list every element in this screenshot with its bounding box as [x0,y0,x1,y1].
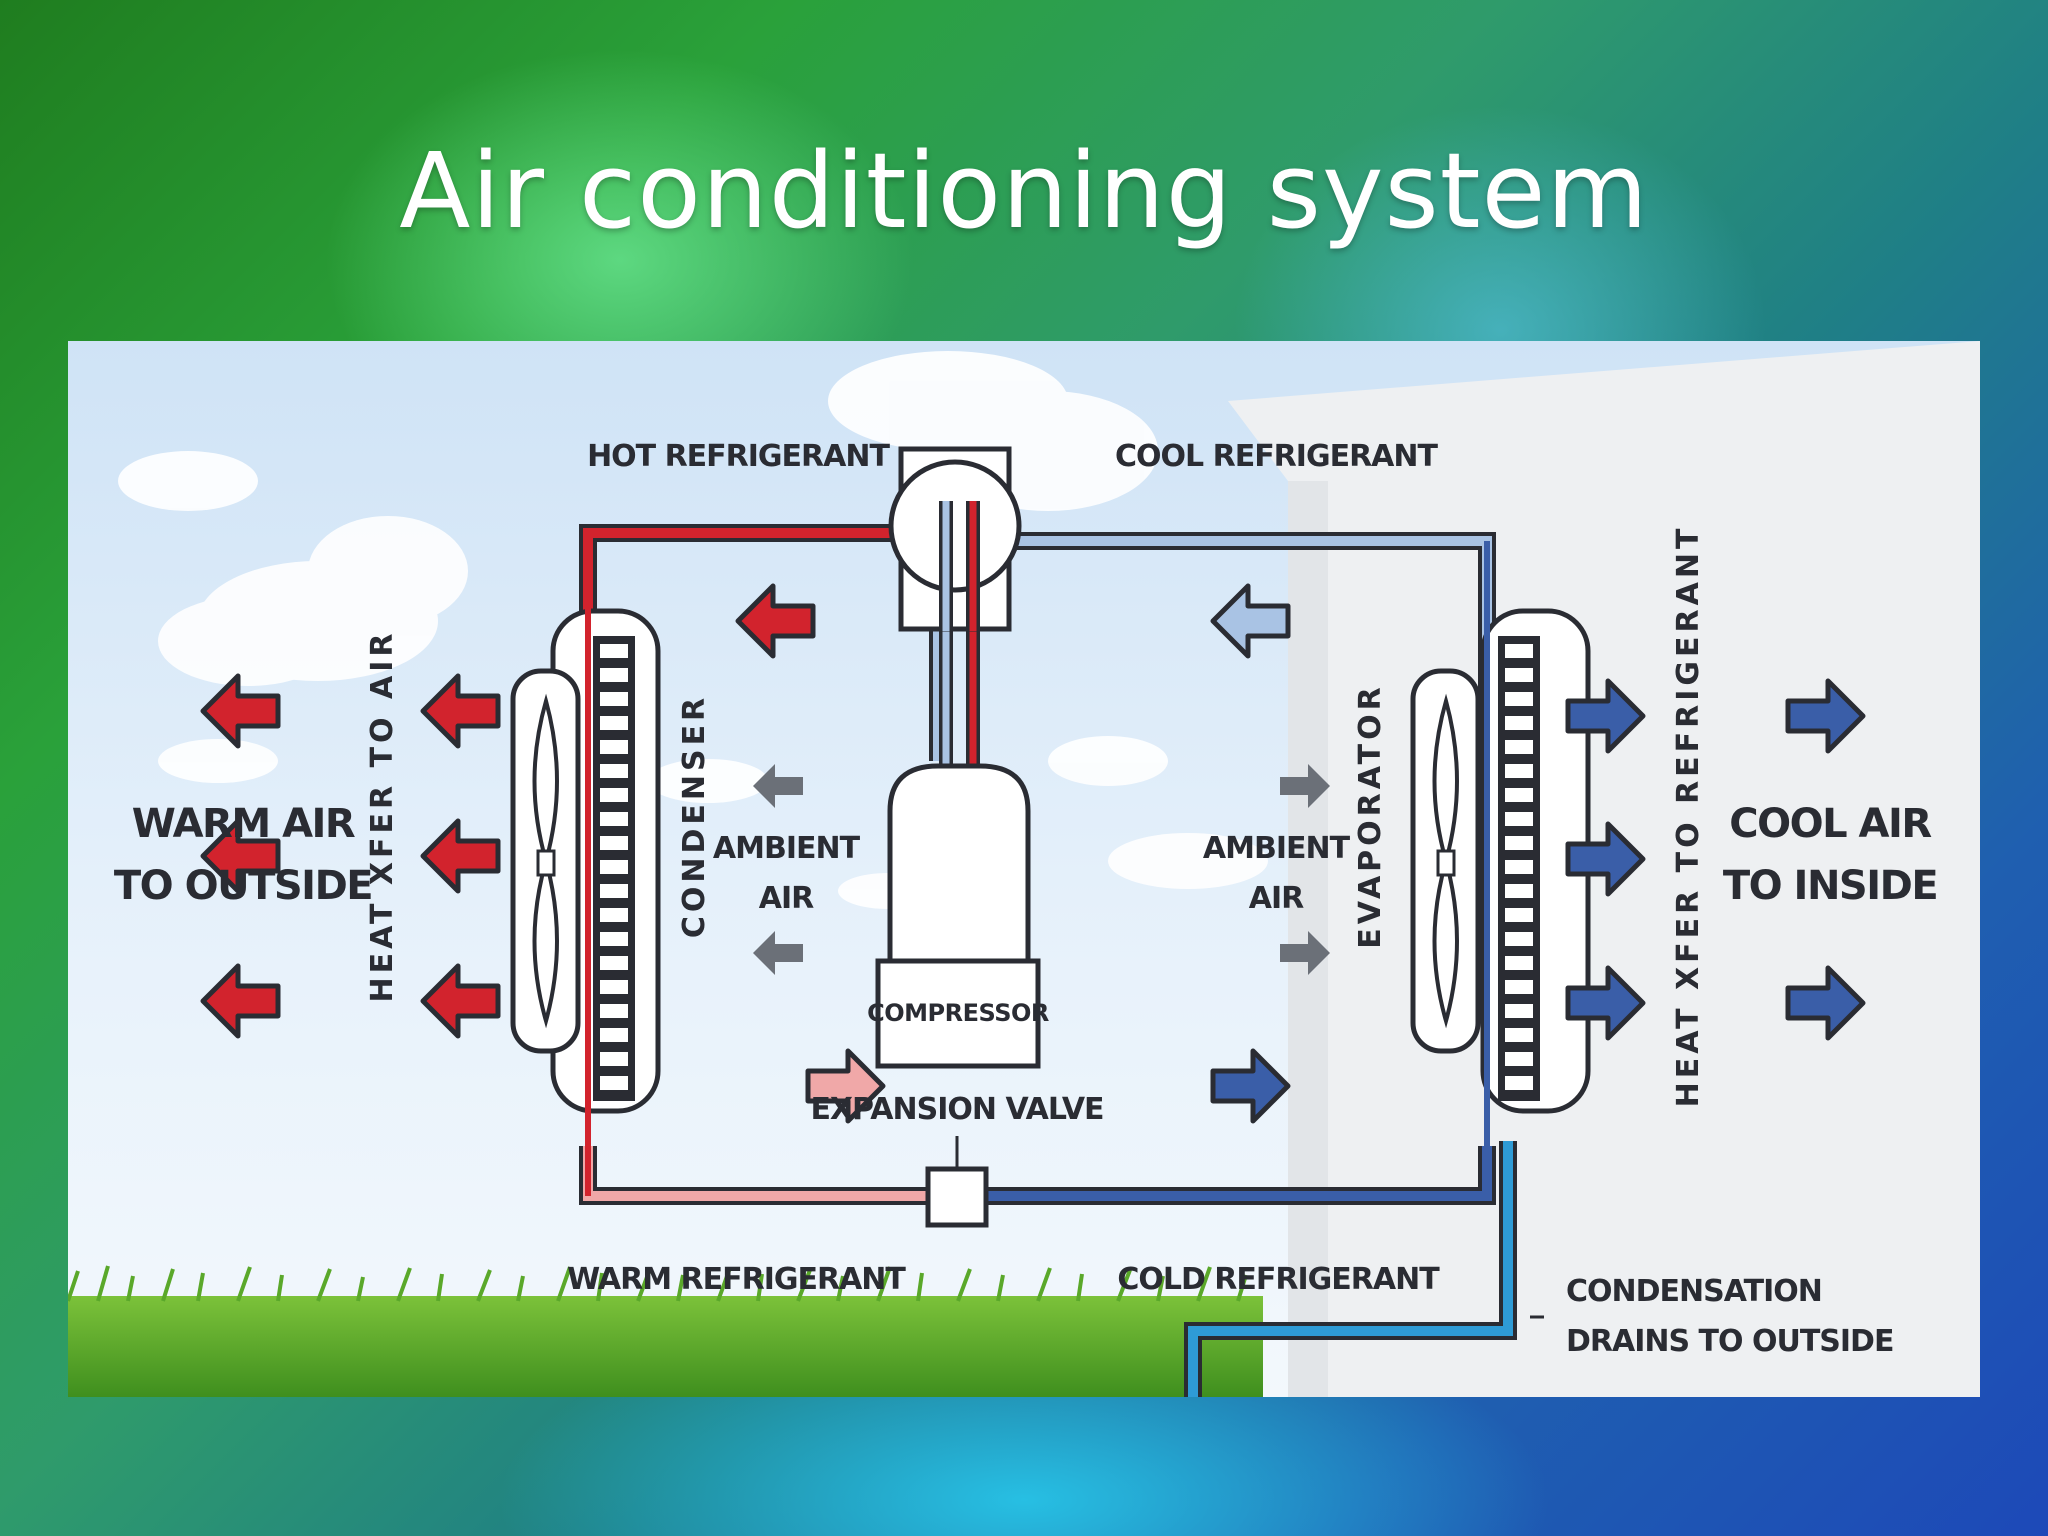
ambient-left-arrow-2 [753,931,803,975]
ambient-right-arrow-2 [1280,931,1330,975]
expansion-valve-box [925,1166,989,1228]
condensation-label-line1: CONDENSATION [1566,1274,1822,1309]
ambient-air-left-line1: AMBIENT [713,831,861,866]
ambient-air-left-line2: AIR [759,881,814,916]
ambient-air-right-line1: AMBIENT [1203,831,1351,866]
ambient-air-arrows [753,764,1330,975]
heat-xfer-in-arrow-3 [1565,965,1646,1041]
cool-air-label-line2: TO INSIDE [1723,863,1937,909]
heat-xfer-arrow-1 [420,673,501,749]
cool-air-label-line1: COOL AIR [1729,801,1931,847]
arrows [200,583,1866,1124]
cold-refrigerant-label: COLD REFRIGERANT [1117,1262,1440,1297]
ac-system-diagram: COMPRESSOR [68,341,1980,1397]
expansion-valve-label: EXPANSION VALVE [810,1092,1103,1127]
condenser-label: CONDENSER [677,694,712,938]
warm-air-label-line2: TO OUTSIDE [114,863,372,909]
evaporator-unit [1410,541,1591,1196]
warm-air-arrow-2 [200,818,281,894]
hot-flow-arrow [735,583,816,659]
compressor-label-box [875,958,1041,1069]
grass-blades [68,1265,1248,1302]
heat-xfer-to-refrigerant-label: HEAT XFER TO REFRIGERANT [1671,525,1706,1108]
warm-air-label-line1: WARM AIR [132,801,355,847]
warm-refrigerant-label: WARM REFRIGERANT [567,1262,906,1297]
warm-air-arrow-1 [200,673,281,749]
ambient-left-arrow-1 [753,764,803,808]
cool-flow-arrow [1210,583,1291,659]
hot-refrigerant-label: HOT REFRIGERANT [587,439,890,474]
ambient-right-arrow-1 [1280,764,1330,808]
evaporator-coils [1505,644,1533,1090]
cool-air-arrow-2 [1785,965,1866,1041]
condenser-coils [600,644,628,1090]
condenser-unit [510,533,661,1196]
slide-title: Air conditioning system [399,130,1649,252]
grass [68,1296,1263,1397]
clouds [118,351,1268,909]
warm-flow-arrow [805,1048,886,1124]
compressor-label: COMPRESSOR [867,999,1049,1027]
cool-air-arrow-1 [1785,678,1866,754]
cool-refrigerant-label: COOL REFRIGERANT [1115,439,1438,474]
compressor-unit [875,446,1041,1069]
heat-xfer-to-air-label: HEAT XFER TO AIR [365,630,400,1003]
evaporator-label: EVAPORATOR [1353,683,1388,948]
cold-flow-arrow [1210,1048,1291,1124]
ambient-air-right-line2: AIR [1249,881,1304,916]
warm-air-arrow-3 [200,963,281,1039]
heat-xfer-arrow-2 [420,818,501,894]
heat-xfer-in-arrow-1 [1565,678,1646,754]
heat-xfer-arrow-3 [420,963,501,1039]
heat-xfer-in-arrow-2 [1565,821,1646,897]
condensation-label-line2: DRAINS TO OUTSIDE [1566,1324,1893,1359]
